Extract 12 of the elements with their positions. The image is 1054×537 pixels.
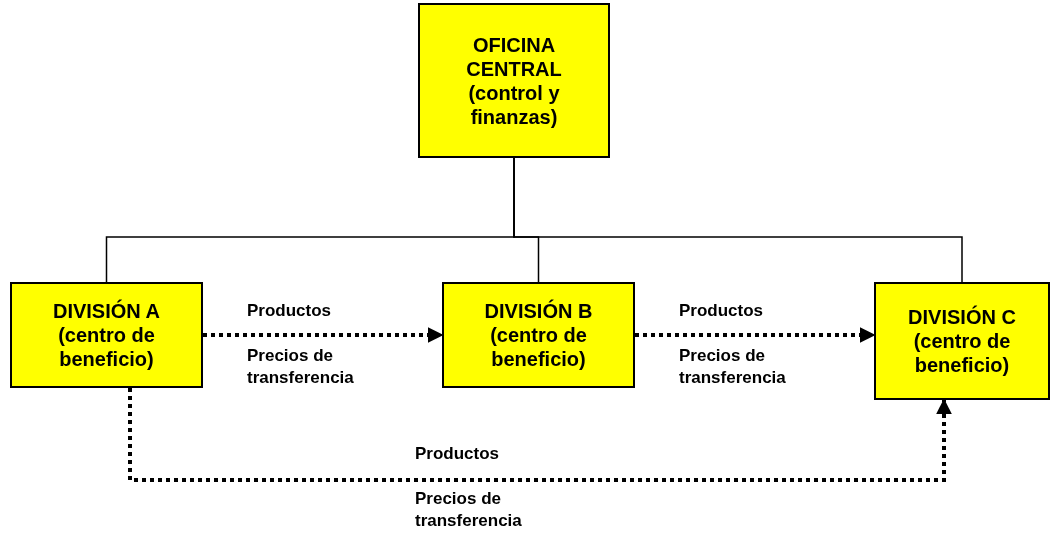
dotted-arrow: [128, 388, 952, 482]
division-box: [10, 282, 203, 388]
dotted-arrow: [635, 327, 876, 343]
box-title: DIVISIÓN A (centro de beneficio): [51, 299, 162, 371]
division-box: [874, 282, 1050, 400]
dotted-arrow: [203, 327, 444, 343]
division-box: [442, 282, 635, 388]
box-title: DIVISIÓN C (centro de beneficio): [907, 305, 1017, 377]
connector-line: [513, 157, 963, 283]
division-box: [418, 3, 610, 158]
box-title: OFICINA CENTRAL (control y finanzas): [465, 32, 563, 129]
box-title: DIVISIÓN B (centro de beneficio): [483, 299, 594, 371]
